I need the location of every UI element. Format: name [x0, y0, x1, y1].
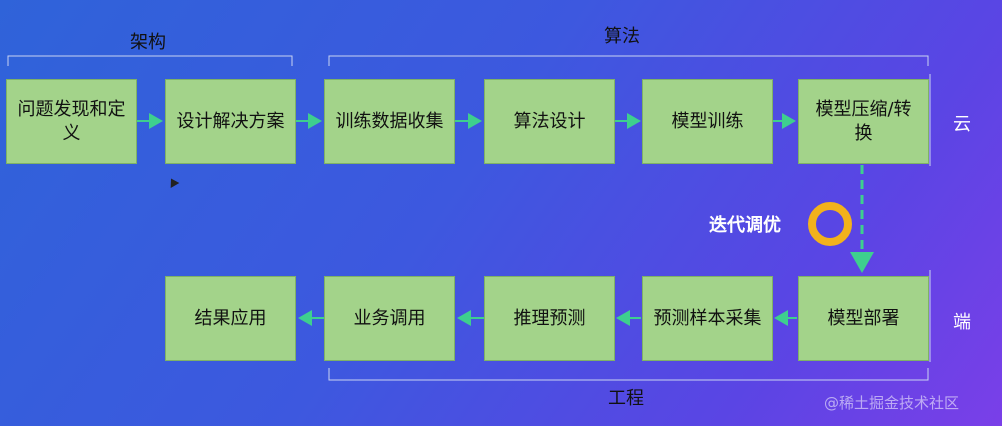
edge-label: 端 [953, 312, 971, 333]
cloud-label: 云 [953, 114, 971, 135]
step-data-collection: 训练数据收集 [324, 79, 455, 164]
step-design-solution: 设计解决方案 [165, 79, 296, 164]
architecture-bracket [7, 55, 293, 66]
algorithm-bracket [328, 55, 929, 66]
step-result-application: 结果应用 [165, 276, 296, 361]
engineering-bracket [328, 368, 929, 381]
step-sample-collection: 预测样本采集 [642, 276, 773, 361]
step-problem-definition: 问题发现和定义 [6, 79, 137, 164]
loop-ring-icon [808, 202, 852, 246]
step-model-compression: 模型压缩/转换 [798, 79, 929, 164]
iteration-label: 迭代调优 [709, 215, 781, 236]
watermark: @稀土掘金技术社区 [824, 394, 960, 412]
step-model-training: 模型训练 [642, 79, 773, 164]
step-business-call: 业务调用 [324, 276, 455, 361]
step-algorithm-design: 算法设计 [484, 79, 615, 164]
step-inference: 推理预测 [484, 276, 615, 361]
architecture-label: 架构 [130, 32, 166, 53]
engineering-label: 工程 [608, 388, 644, 409]
algorithm-label: 算法 [604, 26, 640, 47]
step-model-deployment: 模型部署 [798, 276, 929, 361]
